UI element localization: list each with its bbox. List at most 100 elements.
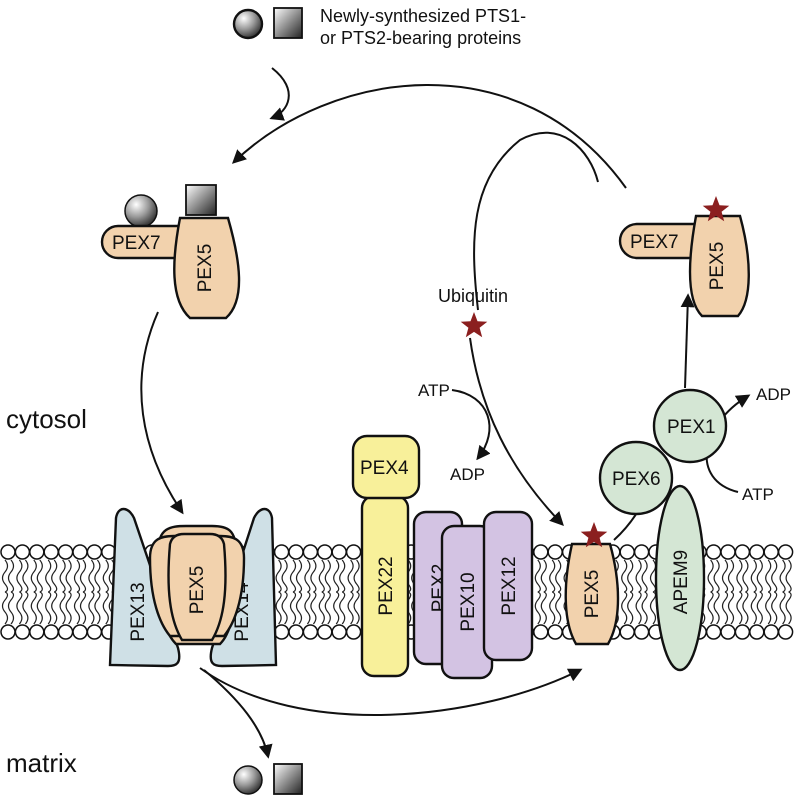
atp-right-label: ATP <box>742 485 774 504</box>
lipid-tail <box>635 559 642 593</box>
pex22-label: PEX22 <box>376 556 397 615</box>
pex4-protein <box>351 434 421 500</box>
lipid-head <box>288 624 304 640</box>
pex13-label: PEX13 <box>128 582 149 641</box>
lipid-tail <box>627 559 634 593</box>
lipid-tail <box>756 559 763 593</box>
lipid-head <box>547 624 563 640</box>
lipid-tail <box>318 559 325 593</box>
lipid-tail <box>289 559 297 593</box>
lipid-tail <box>771 559 778 593</box>
lipid-tail <box>540 591 547 625</box>
lipid-tail <box>742 591 749 625</box>
lipid-head <box>331 624 347 640</box>
lipid-tail <box>275 559 282 593</box>
lipid-tail <box>779 559 786 593</box>
lipid-head <box>86 544 103 560</box>
lipid-head <box>633 624 650 640</box>
pex5-ubiquitinated <box>564 542 620 646</box>
lipid-tail <box>621 591 628 625</box>
atp-adp-left-arrow <box>451 389 491 461</box>
pex5-pore-assembly <box>148 524 246 646</box>
lipid-tail <box>713 559 720 593</box>
lipid-tail <box>641 591 648 625</box>
ubiquitin-star-right <box>702 196 730 222</box>
lipid-head <box>317 624 333 640</box>
lipid-head <box>72 544 88 560</box>
released-cargo-cube <box>273 763 303 795</box>
pts2-cargo-sphere <box>232 8 264 40</box>
lipid-tail <box>65 591 72 625</box>
transport-arrows <box>140 67 751 759</box>
cargo-label-line2: or PTS2-bearing proteins <box>320 28 521 48</box>
lipid-tail <box>713 591 720 625</box>
ubiquitin-label: Ubiquitin <box>438 286 508 306</box>
lipid-head <box>749 624 765 640</box>
lipid-tail <box>1 591 9 625</box>
lipid-head <box>734 544 751 560</box>
docking-arrow <box>140 311 184 515</box>
lipid-tail <box>102 591 109 625</box>
lipid-head <box>763 624 779 640</box>
lipid-tail <box>79 591 87 625</box>
lipid-head <box>705 544 722 560</box>
lipid-tail <box>79 559 87 593</box>
lipid-tail <box>534 559 541 593</box>
lipid-tail <box>275 591 282 625</box>
lipid-head <box>749 544 765 560</box>
lipid-tail <box>94 591 101 625</box>
pex5-membrane-label: PEX5 <box>187 566 208 615</box>
lipid-head <box>345 624 362 640</box>
lipid-tail <box>310 559 317 593</box>
pex5-right-label: PEX5 <box>707 242 728 291</box>
lipid-head <box>619 624 635 640</box>
lipid-head <box>720 624 736 640</box>
lipid-head <box>633 544 650 560</box>
lipid-tail <box>635 591 642 625</box>
lipid-head <box>533 624 549 640</box>
ubiquitination-arrow <box>469 337 564 527</box>
lipid-tail <box>295 591 303 625</box>
recycling-arc-arrow <box>231 84 627 189</box>
lipid-head <box>763 544 779 560</box>
lipid-head <box>273 544 290 560</box>
lipid-tail <box>324 591 331 625</box>
lipid-head <box>317 544 333 560</box>
lipid-head <box>57 624 74 640</box>
lipid-tail <box>347 559 354 593</box>
lipid-tail <box>295 559 303 593</box>
lipid-tail <box>750 591 757 625</box>
lipid-tail <box>339 591 346 625</box>
pex1-label: PEX1 <box>667 417 716 438</box>
lipid-tail <box>540 559 547 593</box>
pex5-membrane-protein <box>167 532 227 642</box>
lipid-tail <box>333 559 340 593</box>
lipid-tail <box>641 559 648 593</box>
lipid-tail <box>721 591 729 625</box>
lipid-tail <box>36 559 43 593</box>
lipid-tail <box>347 591 354 625</box>
pex12-label: PEX12 <box>499 556 520 615</box>
lipid-tail <box>756 591 763 625</box>
pex6-label: PEX6 <box>612 469 661 490</box>
lipid-tail <box>281 591 288 625</box>
lipid-tail <box>304 591 311 625</box>
lipid-tail <box>59 559 66 593</box>
lipid-tail <box>750 559 757 593</box>
lipid-tail <box>765 559 772 593</box>
lipid-tail <box>333 591 340 625</box>
cargo-label-line1: Newly-synthesized PTS1- <box>320 6 526 26</box>
lipid-tail <box>1 559 9 593</box>
pex5-receptor-right <box>688 214 750 318</box>
apem9-label: APEM9 <box>671 550 692 614</box>
lipid-tail <box>7 591 15 625</box>
cargo-release-arrow <box>203 669 273 759</box>
lipid-head <box>302 624 319 640</box>
lipid-head <box>331 544 347 560</box>
cargo-entry-arrow <box>269 67 290 121</box>
lipid-head <box>29 544 45 560</box>
lipid-tail <box>339 559 346 593</box>
lipid-tail <box>73 559 81 593</box>
lipid-tail <box>281 559 288 593</box>
lipid-tail <box>88 591 95 625</box>
